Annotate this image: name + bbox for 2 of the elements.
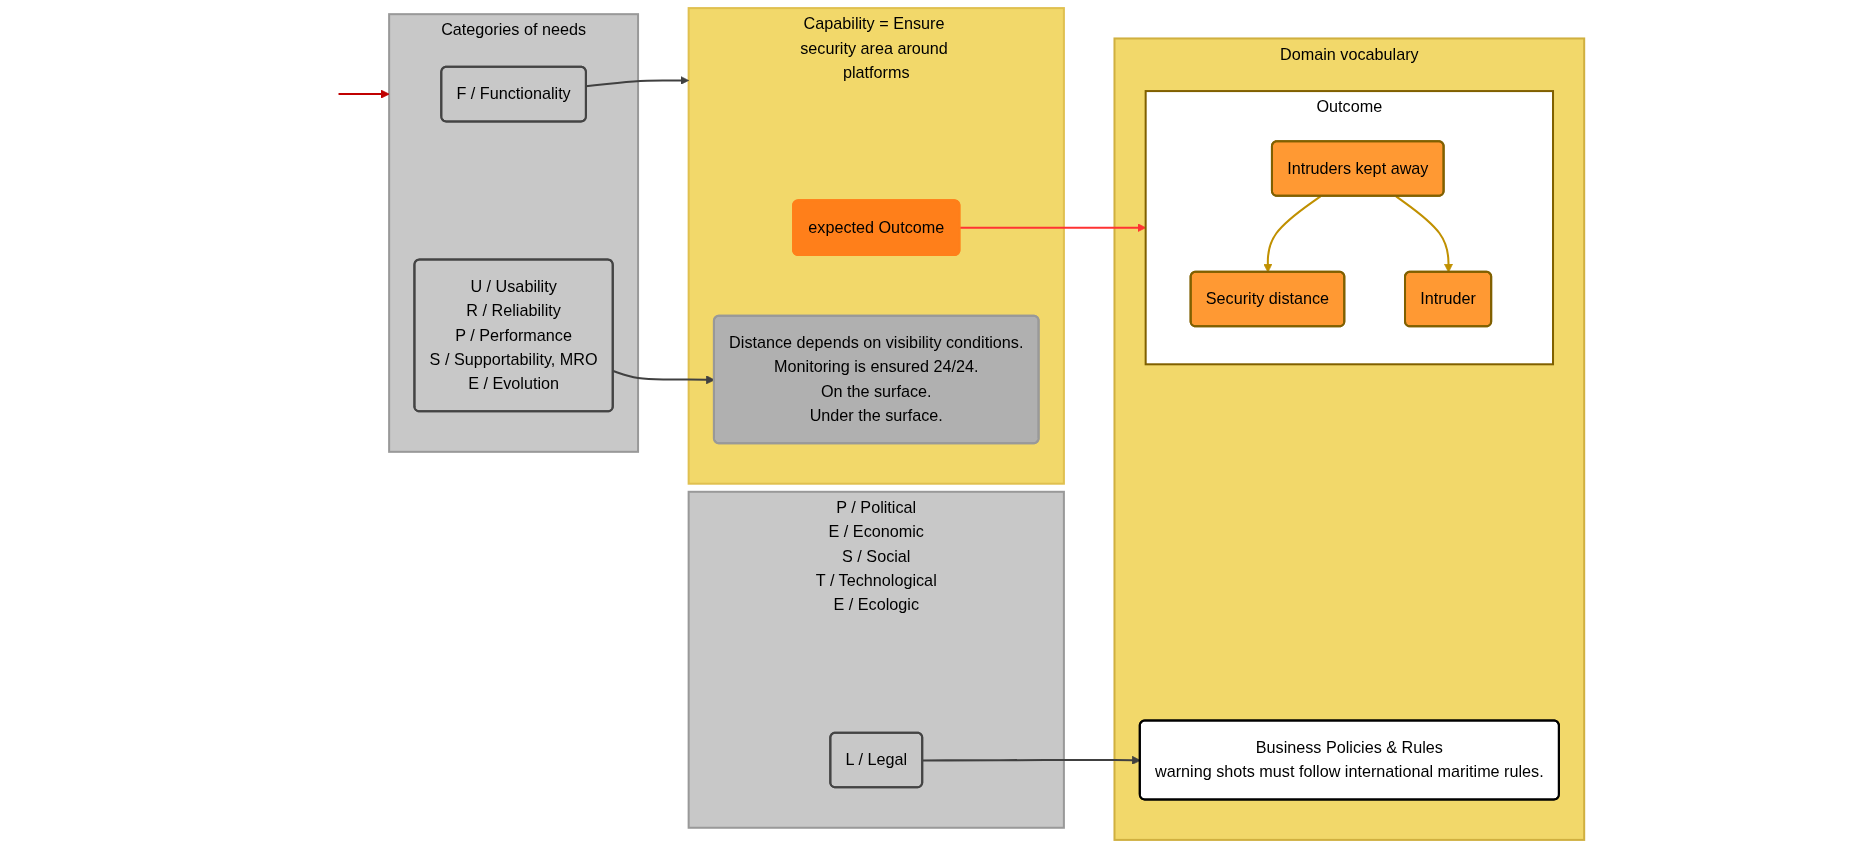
arrow [338, 89, 390, 99]
arrow [585, 76, 690, 88]
